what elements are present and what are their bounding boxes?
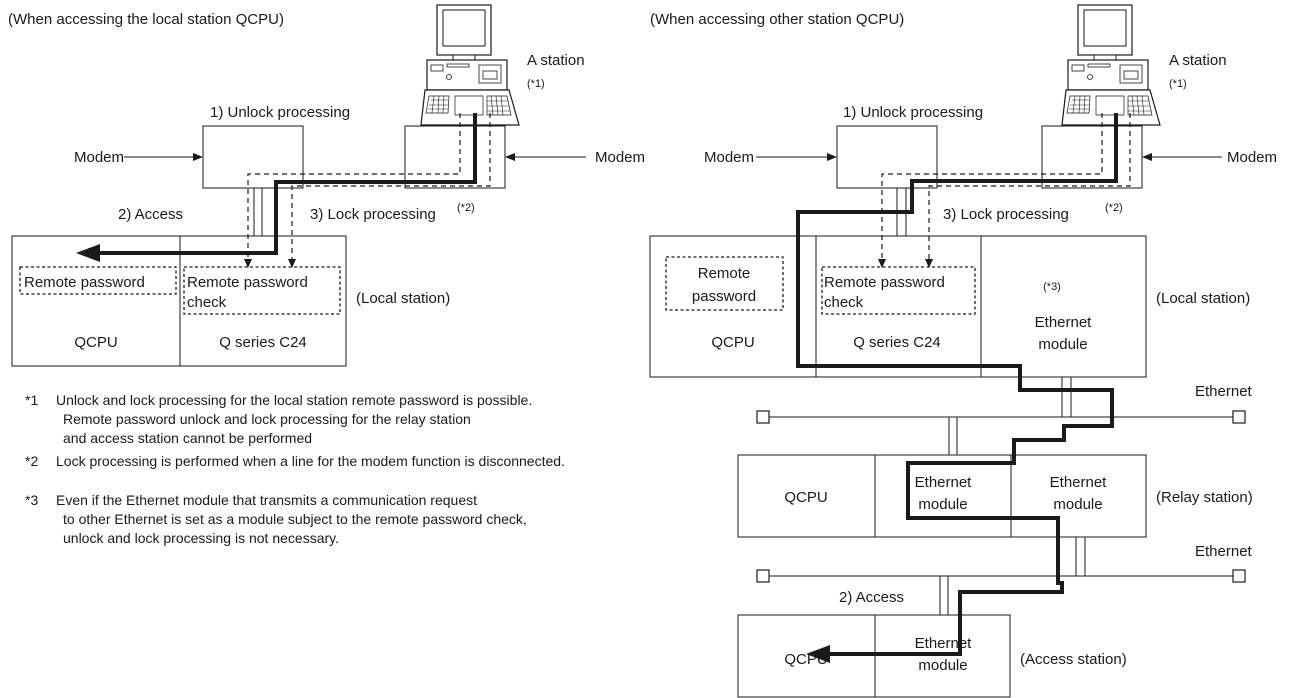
remote-password-label: Remote password [24,274,145,291]
ethernet-module-label-1: Ethernet [1035,314,1093,331]
ethernet-module-footnote: (*3) [1043,281,1061,293]
lock-processing-label: 3) Lock processing [310,206,436,223]
qcpu-label: QCPU [784,489,827,506]
ethernet-module-label-1: Ethernet [915,474,973,491]
local-station-unit [649,235,1147,378]
footnote-mark: *3 [25,492,38,508]
modem-label: Modem [74,149,124,166]
ethernet-module-label-2: module [918,657,967,674]
relay-station-unit [737,454,1147,538]
a-station-footnote: (*1) [527,78,545,90]
lock-processing-label: 3) Lock processing [943,206,1069,223]
footnote-line: Unlock and lock processing for the local… [56,392,532,408]
access-label: 2) Access [118,206,183,223]
remote-password-setting [665,256,784,311]
a-station-label: A station [1169,52,1227,69]
qcpu-label: QCPU [711,334,754,351]
lock-footnote: (*2) [1105,202,1123,214]
ethernet-module-label-1: Ethernet [915,635,973,652]
ethernet-module-label-2: module [1053,496,1102,513]
q-series-c24-label: Q series C24 [219,334,307,351]
ethernet-module-label-1: Ethernet [1050,474,1108,491]
right-title: (When accessing other station QCPU) [650,11,904,28]
footnote-mark: *1 [25,392,38,408]
local-station-label: (Local station) [356,290,450,307]
local-station-label: (Local station) [1156,290,1250,307]
modem-box-left [202,125,304,189]
footnote-line: and access station cannot be performed [63,430,312,446]
modem-label: Modem [704,149,754,166]
footnote-mark: *2 [25,453,38,469]
footnote-line: Remote password unlock and lock processi… [63,411,471,427]
ethernet-label: Ethernet [1195,383,1253,400]
q-series-c24-label: Q series C24 [853,334,941,351]
footnote-line: to other Ethernet is set as a module sub… [63,511,527,527]
access-label: 2) Access [839,589,904,606]
a-station-computer-icon [1061,4,1161,126]
modem-label: Modem [1227,149,1277,166]
local-station-unit [11,235,347,367]
relay-station-label: (Relay station) [1156,489,1253,506]
remote-password-check-label-1: Remote password [824,274,945,291]
a-station-footnote: (*1) [1169,78,1187,90]
modem-box-right [1041,125,1143,189]
ethernet-label: Ethernet [1195,543,1253,560]
lock-footnote: (*2) [457,202,475,214]
access-station-unit [737,614,1011,698]
left-title: (When accessing the local station QCPU) [8,11,284,28]
modem-box-left [836,125,938,189]
remote-password-label-2: password [692,288,756,305]
footnote-line: Even if the Ethernet module that transmi… [56,492,477,508]
remote-password-check-label-1: Remote password [187,274,308,291]
footnote-line: Lock processing is performed when a line… [56,453,565,469]
modem-label: Modem [595,149,645,166]
unlock-processing-label: 1) Unlock processing [210,104,350,121]
remote-password-check-label-2: check [824,294,864,311]
access-station-label: (Access station) [1020,651,1127,668]
a-station-computer-icon [420,4,520,126]
remote-password-check [821,266,976,315]
unlock-processing-label: 1) Unlock processing [843,104,983,121]
footnotes: *1 Unlock and lock processing for the loc… [25,392,565,546]
a-station-label: A station [527,52,585,69]
footnote-line: unlock and lock processing is not necess… [63,530,339,546]
ethernet-module-label-2: module [1038,336,1087,353]
remote-password-check-label-2: check [187,294,227,311]
remote-password-label-1: Remote [698,265,751,282]
remote-password-setting [19,266,177,295]
remote-password-check [183,266,341,315]
ethernet-module-label-2: module [918,496,967,513]
qcpu-label: QCPU [74,334,117,351]
